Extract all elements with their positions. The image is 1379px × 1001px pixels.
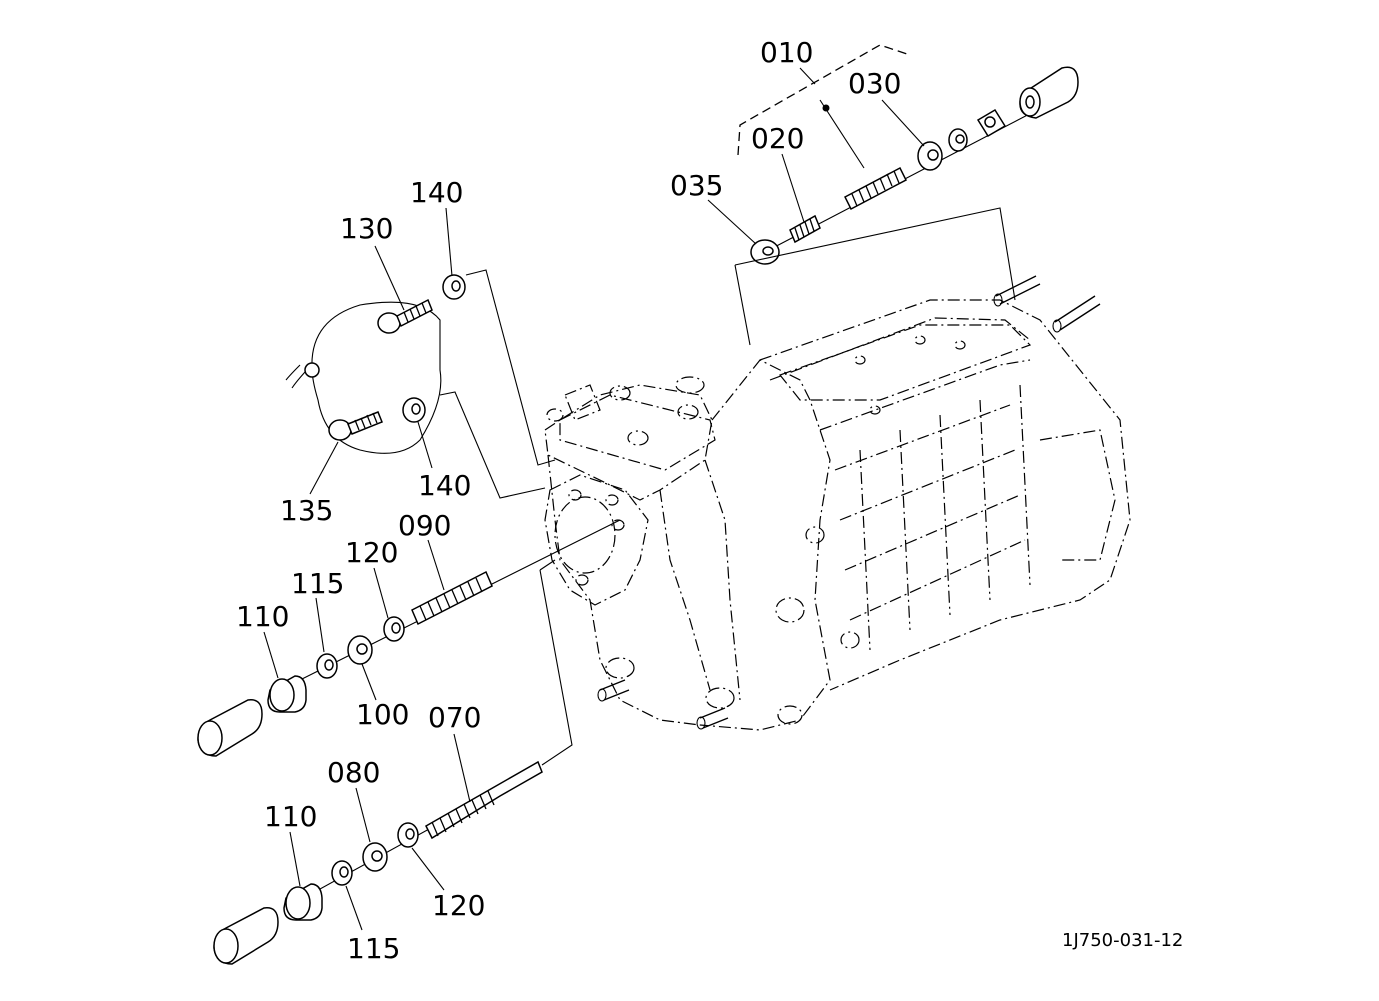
- callout-035: 035: [670, 169, 723, 202]
- nut-140-lower: [402, 397, 426, 423]
- callout-010: 010: [760, 36, 813, 69]
- shift-rod-070: [425, 760, 543, 840]
- callout-120-low: 120: [432, 889, 485, 922]
- callout-labels: 010 030 020 035 140 130 140 135 120 090 …: [236, 36, 901, 965]
- callout-110-low: 110: [264, 800, 317, 833]
- callout-140-top: 140: [410, 176, 463, 209]
- washer-115-low: [331, 860, 353, 886]
- bolt-135: [328, 411, 383, 441]
- callout-115-mid: 115: [291, 567, 344, 600]
- cluster-leader-lines: [439, 269, 556, 499]
- callout-100: 100: [356, 698, 409, 731]
- nut-140-top: [442, 274, 466, 300]
- upper-shift-assembly: [750, 66, 1079, 265]
- bolt-130: [377, 298, 433, 334]
- callout-120-mid: 120: [345, 536, 398, 569]
- washer-upper: [948, 128, 968, 152]
- threaded-rod-090: [411, 570, 493, 626]
- sleeve-110-low: [283, 883, 323, 921]
- callout-130: 130: [340, 212, 393, 245]
- nut-upper-small: [976, 108, 1007, 138]
- callout-090: 090: [398, 509, 451, 542]
- callout-020: 020: [751, 122, 804, 155]
- low-rod-leader: [539, 569, 573, 766]
- cap-lower: [213, 907, 279, 965]
- callout-080: 080: [327, 756, 380, 789]
- callout-135: 135: [280, 494, 333, 527]
- sleeve-110-mid: [267, 675, 307, 713]
- drawing-code: 1J750-031-12: [1062, 930, 1183, 951]
- washer-035: [750, 239, 780, 265]
- set-screw-020: [789, 214, 821, 244]
- lower-shift-assembly: [213, 760, 543, 965]
- mid-rod-leader: [539, 559, 556, 571]
- callout-030: 030: [848, 67, 901, 100]
- washer-115-mid: [316, 653, 338, 679]
- upper-leader-frame: [734, 207, 1016, 346]
- middle-shift-assembly: [197, 519, 621, 757]
- nut-100: [347, 635, 373, 665]
- nut-080: [362, 842, 388, 872]
- callout-140-lower: 140: [418, 469, 471, 502]
- bolt-cluster-130-135: [285, 274, 466, 454]
- callout-070: 070: [428, 701, 481, 734]
- callout-110-mid: 110: [236, 600, 289, 633]
- callout-leaders: [263, 99, 925, 931]
- stud-rod: [844, 166, 907, 211]
- cap-middle: [197, 699, 263, 757]
- washer-120-low: [397, 822, 419, 848]
- cap-upper: [1019, 66, 1079, 119]
- washer-120-mid: [383, 616, 405, 642]
- callout-115-low: 115: [347, 932, 400, 965]
- transmission-housing: [544, 275, 1131, 731]
- nut-030: [917, 141, 943, 171]
